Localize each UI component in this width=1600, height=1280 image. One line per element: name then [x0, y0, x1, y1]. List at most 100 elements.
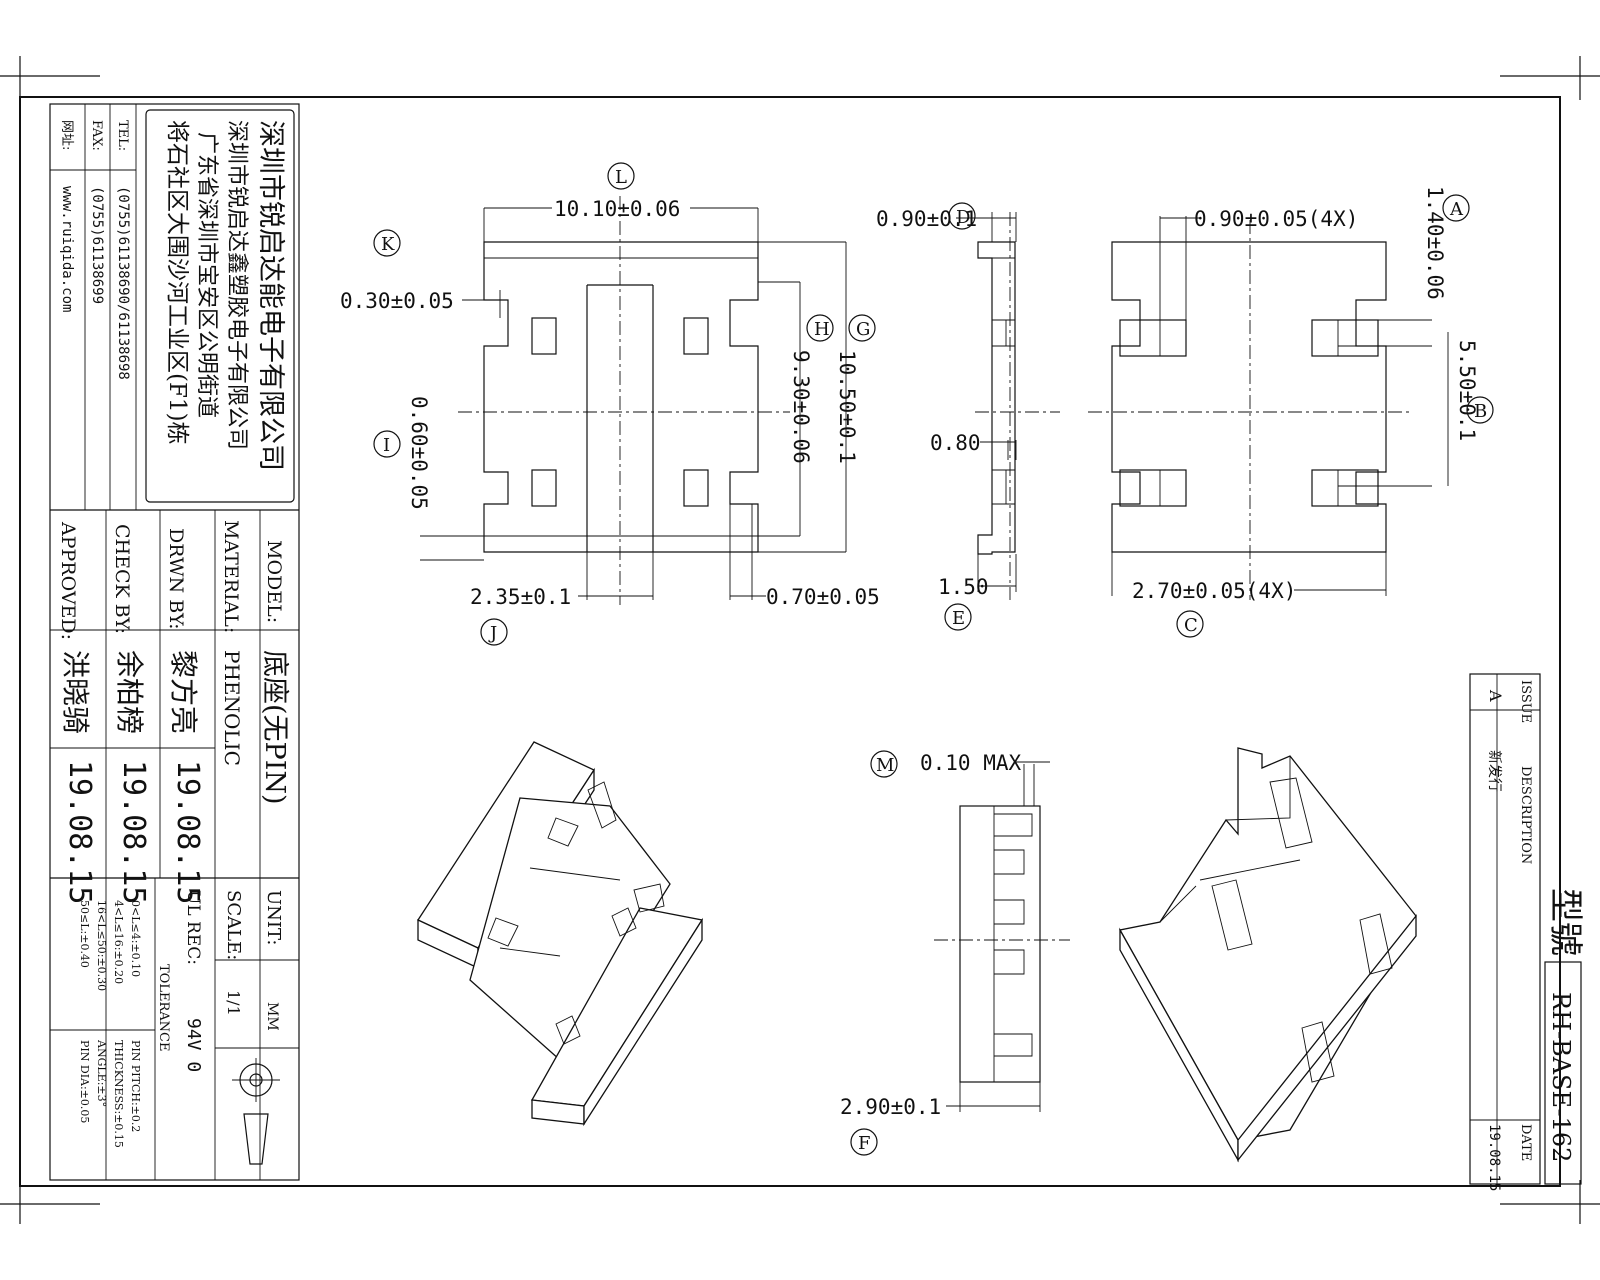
part-number: RH-BASE-162 — [1547, 992, 1575, 1162]
bottom-view: 0.90±0.05(4X) 1.40±0.06 5.50±0.1 2.70±0.… — [1088, 186, 1479, 603]
svg-text:I: I — [383, 435, 390, 456]
callout-C: C — [1176, 610, 1204, 638]
ul-value: 94V 0 — [183, 1018, 204, 1072]
svg-text:H: H — [814, 319, 830, 340]
svg-text:J: J — [488, 623, 497, 644]
tol-left-2: 4<L≤16:±0.20 — [112, 900, 125, 984]
material-value: PHENOLIC — [220, 650, 244, 766]
dim-J: 2.35±0.1 — [470, 585, 571, 609]
drwn-value: 黎方亮 — [167, 650, 200, 734]
dim-M: 0.10 MAX — [920, 751, 1022, 775]
tol-left-4: 50≤L:±0.40 — [78, 900, 91, 968]
ul-label: UL REC: — [183, 890, 203, 965]
check-value: 余柏榜 — [113, 650, 146, 734]
company-line-1: 深圳市锐启达能电子有限公司 — [255, 120, 286, 471]
callout-J: J — [480, 618, 508, 646]
svg-text:D: D — [956, 207, 970, 228]
svg-text:M: M — [876, 755, 894, 776]
company-line-3: 广东省深圳市宝安区公明街道 — [194, 132, 219, 418]
unit-value: MM — [264, 1002, 280, 1031]
dim-mid: 0.80 — [930, 431, 981, 455]
revision-block: ISSUE A DESCRIPTION 新发行 DATE 19.08.15 — [1469, 673, 1541, 1191]
dim-P: 0.70±0.05 — [766, 585, 880, 609]
tel-label: TEL: — [115, 120, 130, 151]
svg-text:E: E — [952, 608, 965, 629]
title-block: 深圳市锐启达能电子有限公司 深圳市锐启达鑫塑胶电子有限公司 广东省深圳市宝安区公… — [49, 103, 300, 1181]
dim-A-top: 0.90±0.05(4X) — [1194, 207, 1358, 231]
material-label: MATERIAL: — [220, 520, 242, 633]
top-view: 10.10±0.06 0.30±0.05 0.60±0.05 9.30±0.06… — [340, 196, 880, 609]
part-label: 型號 — [1545, 888, 1585, 956]
approved-value: 洪晓骑 — [59, 650, 92, 734]
callout-D: D — [948, 202, 976, 230]
svg-text:F: F — [858, 1133, 871, 1154]
approved-date: 19.08.15 — [62, 760, 97, 905]
tel-value: (0755)61138690/61138698 — [115, 186, 131, 380]
callout-A: A — [1442, 194, 1470, 222]
callout-M: M — [870, 750, 898, 778]
issue-label: ISSUE — [1518, 680, 1533, 723]
fax-value: (0755)61138699 — [89, 186, 105, 304]
dim-K: 0.30±0.05 — [340, 289, 454, 313]
date-value: 19.08.15 — [1486, 1124, 1502, 1191]
web-value: www.ruiqida.com — [59, 186, 75, 312]
callout-L: L — [607, 162, 635, 190]
svg-text:L: L — [615, 167, 627, 188]
dim-H: 9.30±0.06 — [789, 350, 813, 464]
callout-F: F — [850, 1128, 878, 1156]
dim-F: 2.90±0.1 — [840, 1095, 941, 1119]
tol-right-2: THICKNESS:±0.15 — [112, 1040, 125, 1148]
tol-left-1: 0<L≤4:±0.10 — [129, 900, 142, 977]
approved-label: APPROVED: — [57, 521, 79, 640]
tol-left-3: 16<L≤50:±0.30 — [95, 900, 108, 991]
unit-label: UNIT: — [263, 890, 284, 945]
iso-view-left — [417, 741, 704, 1127]
callout-E: E — [944, 603, 972, 631]
dim-D: 0.90±0.1 — [876, 207, 977, 231]
callout-H: H — [806, 314, 834, 342]
company-line-4: 将石社区大围沙河工业区(F1)栋 — [164, 120, 190, 445]
tol-right-1: PIN PITCH:±0.2 — [129, 1040, 142, 1132]
dim-B: 5.50±0.1 — [1455, 340, 1479, 441]
drwn-date: 19.08.15 — [170, 760, 205, 905]
part-number-block: 型號 RH-BASE-162 — [1544, 888, 1585, 1185]
projection-symbol-icon — [232, 1058, 280, 1165]
trim-marks — [0, 56, 1600, 1224]
callout-K: K — [373, 229, 401, 257]
check-label: CHECK BY: — [111, 524, 133, 634]
sheet-border — [19, 96, 1561, 1187]
fax-label: FAX: — [89, 120, 104, 151]
model-label: MODEL: — [263, 540, 285, 623]
svg-text:A: A — [1449, 199, 1464, 220]
scale-label: SCALE: — [223, 890, 244, 960]
tol-right-4: PIN DIA:±0.05 — [78, 1040, 91, 1123]
desc-label: DESCRIPTION — [1518, 766, 1533, 864]
dim-G: 10.50±0.1 — [835, 350, 859, 464]
callouts: L K I J H G D E A B C M F — [373, 162, 1494, 1156]
iso-view-right — [1118, 747, 1417, 1163]
svg-text:C: C — [1184, 615, 1198, 636]
scale-value: 1/1 — [224, 990, 243, 1016]
date-label: DATE — [1518, 1124, 1533, 1161]
svg-text:G: G — [856, 319, 870, 340]
desc-value: 新发行 — [1486, 750, 1502, 792]
drwn-label: DRWN BY: — [165, 528, 187, 630]
tol-right-3: ANGLE:±3° — [95, 1039, 108, 1107]
check-date: 19.08.15 — [116, 760, 151, 905]
tolerance-label: TOLERANCE — [156, 964, 171, 1051]
side-view: 0.90±0.1 0.80 1.50 — [876, 207, 1060, 600]
dim-E: 1.50 — [938, 575, 989, 599]
front-view: 0.10 MAX 2.90±0.1 — [840, 751, 1070, 1119]
callout-B: B — [1466, 396, 1494, 424]
dim-C: 2.70±0.05(4X) — [1132, 579, 1296, 603]
svg-text:B: B — [1474, 401, 1487, 422]
issue-value: A — [1486, 689, 1505, 702]
dim-I: 0.60±0.05 — [407, 396, 431, 510]
callout-I: I — [373, 430, 401, 458]
callout-G: G — [848, 314, 876, 342]
model-value: 底座(无PIN) — [259, 650, 290, 805]
svg-text:K: K — [381, 234, 395, 255]
dim-L: 10.10±0.06 — [554, 197, 680, 221]
company-line-2: 深圳市锐启达鑫塑胶电子有限公司 — [224, 120, 249, 450]
